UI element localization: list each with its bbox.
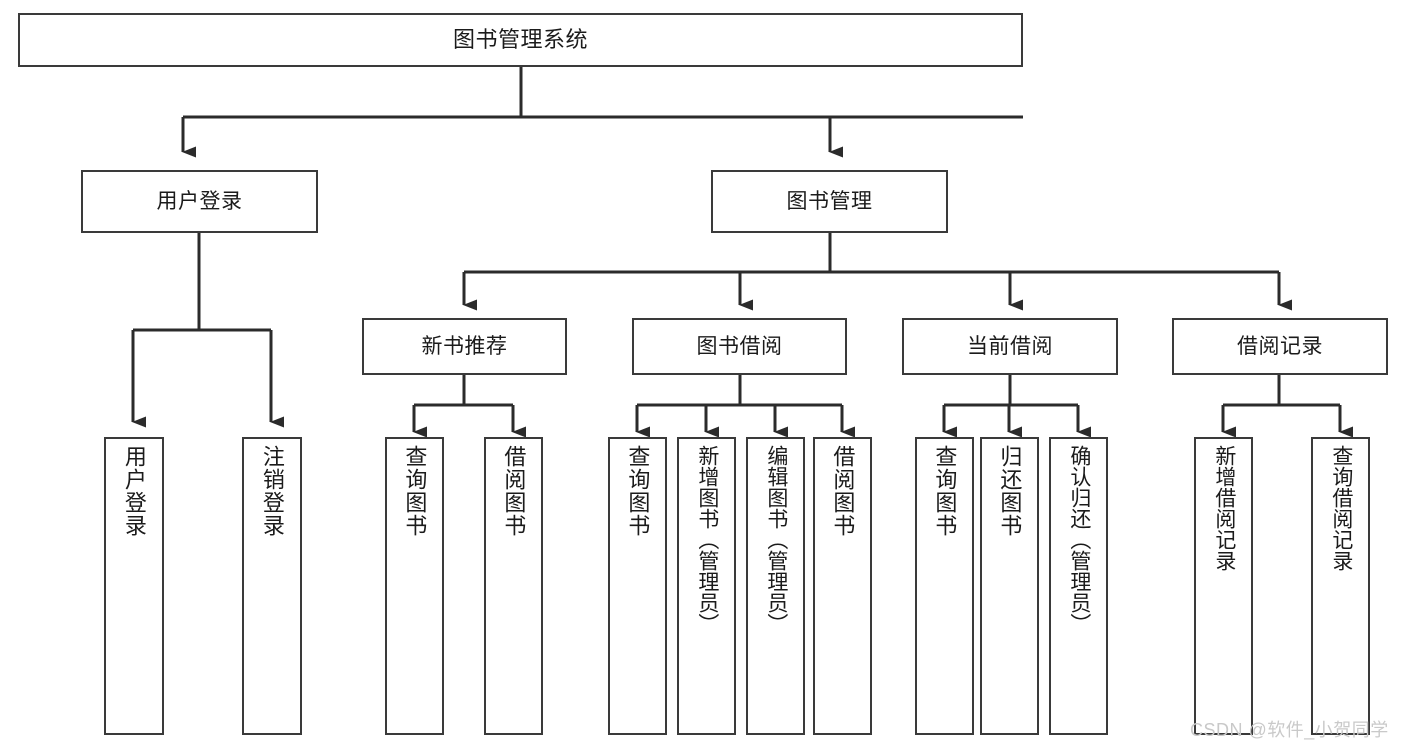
leaf-query-record-label: 查询借阅记录: [1329, 445, 1353, 571]
leaf-query-record[interactable]: 查询借阅记录: [1311, 437, 1370, 735]
node-user-login[interactable]: 用户登录: [81, 170, 318, 233]
leaf-borrow-book-1[interactable]: 借阅图书: [484, 437, 543, 735]
node-book-manage-label: 图书管理: [786, 189, 873, 213]
leaf-user-login[interactable]: 用户登录: [104, 437, 164, 735]
leaf-confirm-return[interactable]: 确认归还（管理员）: [1049, 437, 1108, 735]
leaf-edit-book[interactable]: 编辑图书（管理员）: [746, 437, 805, 735]
leaf-query-book-3[interactable]: 查询图书: [915, 437, 974, 735]
leaf-add-record-label: 新增借阅记录: [1212, 445, 1236, 571]
leaf-user-login-label: 用户登录: [121, 445, 147, 537]
node-current-borrow-label: 当前借阅: [967, 334, 1053, 358]
node-book-borrow-label: 图书借阅: [696, 334, 783, 358]
leaf-logout-login-label: 注销登录: [259, 445, 285, 537]
leaf-borrow-book-1-label: 借阅图书: [501, 445, 527, 537]
leaf-borrow-book-2[interactable]: 借阅图书: [813, 437, 872, 735]
leaf-return-book-label: 归还图书: [997, 445, 1023, 537]
node-borrow-record-label: 借阅记录: [1237, 334, 1323, 358]
node-new-book-recommend-label: 新书推荐: [421, 334, 508, 358]
leaf-logout-login[interactable]: 注销登录: [242, 437, 302, 735]
node-current-borrow[interactable]: 当前借阅: [902, 318, 1118, 375]
node-book-borrow[interactable]: 图书借阅: [632, 318, 847, 375]
node-new-book-recommend[interactable]: 新书推荐: [362, 318, 567, 375]
leaf-add-book-label: 新增图书（管理员）: [695, 445, 719, 634]
node-user-login-label: 用户登录: [156, 189, 243, 213]
leaf-edit-book-label: 编辑图书（管理员）: [764, 445, 788, 634]
leaf-add-book[interactable]: 新增图书（管理员）: [677, 437, 736, 735]
leaf-query-book-2[interactable]: 查询图书: [608, 437, 667, 735]
leaf-query-book-3-label: 查询图书: [932, 445, 958, 537]
node-root-label: 图书管理系统: [452, 26, 588, 52]
node-borrow-record[interactable]: 借阅记录: [1172, 318, 1388, 375]
leaf-confirm-return-label: 确认归还（管理员）: [1067, 445, 1091, 634]
node-book-manage[interactable]: 图书管理: [711, 170, 948, 233]
leaf-query-book-1[interactable]: 查询图书: [385, 437, 444, 735]
leaf-add-record[interactable]: 新增借阅记录: [1194, 437, 1253, 735]
leaf-borrow-book-2-label: 借阅图书: [830, 445, 856, 537]
leaf-return-book[interactable]: 归还图书: [980, 437, 1039, 735]
leaf-query-book-1-label: 查询图书: [402, 445, 428, 537]
leaf-query-book-2-label: 查询图书: [625, 445, 651, 537]
node-root[interactable]: 图书管理系统: [18, 13, 1023, 67]
